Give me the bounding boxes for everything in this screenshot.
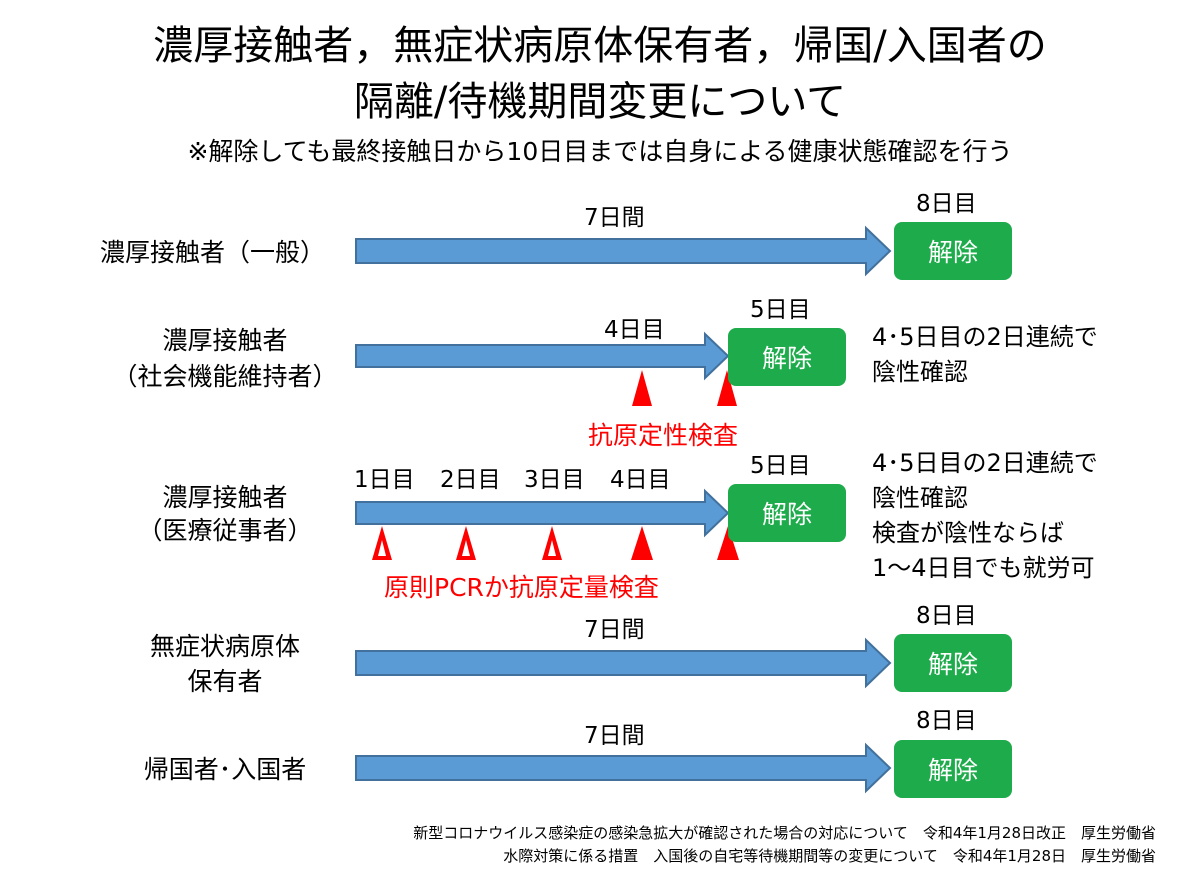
row-label-general: 濃厚接触者（一般） [100, 238, 326, 267]
health-check-note: ※解除しても最終接触日から10日目までは自身による健康状態確認を行う [187, 137, 1013, 166]
row-label-social-2: （社会機能維持者） [112, 362, 338, 391]
period-returnees: 7日間 [584, 723, 645, 749]
row-label-returnees: 帰国者･入国者 [143, 755, 307, 784]
marker-medical-day4 [631, 526, 653, 560]
arrow-general [355, 225, 892, 277]
day-general: 8日目 [916, 191, 977, 217]
day-asymptomatic: 8日目 [916, 603, 977, 629]
period-asymptomatic: 7日間 [584, 617, 645, 643]
marker-medical-day5 [717, 526, 739, 560]
period-general: 7日間 [584, 205, 645, 231]
day-medical-4: 4日目 [610, 467, 671, 493]
row-label-asymptomatic-2: 保有者 [187, 667, 263, 696]
release-returnees: 解除 [894, 740, 1012, 798]
day-medical-5: 5日目 [750, 453, 811, 479]
day-medical-1: 1日目 [354, 467, 415, 493]
title-line-1: 濃厚接触者，無症状病原体保有者，帰国/入国者の [153, 23, 1047, 69]
marker-social-day4 [632, 370, 652, 406]
day-returnees: 8日目 [916, 708, 977, 734]
title-line-2: 隔離/待機期間変更について [353, 79, 847, 125]
note-medical-4: 1〜4日目でも就労可 [872, 554, 1095, 582]
row-label-medical-2: （医療従事者） [137, 516, 313, 545]
note-social-1: 4･5日目の2日連続で [872, 323, 1098, 351]
note-medical-3: 検査が陰性ならば [872, 519, 1064, 547]
source-line-2: 水際対策に係る措置 入国後の自宅等待機期間等の変更について 令和4年1月28日 … [503, 847, 1156, 865]
release-social: 解除 [728, 328, 846, 386]
day-medical-3: 3日目 [524, 467, 585, 493]
release-asymptomatic: 解除 [894, 634, 1012, 692]
marker-social-day5 [717, 370, 737, 406]
period-social: 4日目 [604, 317, 665, 343]
arrow-asymptomatic [355, 637, 892, 689]
arrow-social [355, 331, 730, 381]
row-label-asymptomatic-1: 無症状病原体 [149, 632, 300, 661]
arrow-medical [355, 488, 730, 538]
day-medical-2: 2日目 [440, 467, 501, 493]
row-label-medical-1: 濃厚接触者 [162, 483, 288, 512]
row-label-social-1: 濃厚接触者 [162, 326, 288, 355]
source-line-1: 新型コロナウイルス感染症の感染急拡大が確認された場合の対応について 令和4年1月… [413, 824, 1156, 842]
note-medical-2: 陰性確認 [872, 484, 968, 512]
arrow-returnees [355, 742, 892, 794]
release-general: 解除 [894, 222, 1012, 280]
day-social: 5日目 [750, 297, 811, 323]
note-social-2: 陰性確認 [872, 358, 968, 386]
test-label-social: 抗原定性検査 [588, 421, 739, 450]
note-medical-1: 4･5日目の2日連続で [872, 449, 1098, 477]
release-medical: 解除 [728, 484, 846, 542]
test-label-medical: 原則PCRか抗原定量検査 [384, 573, 659, 602]
